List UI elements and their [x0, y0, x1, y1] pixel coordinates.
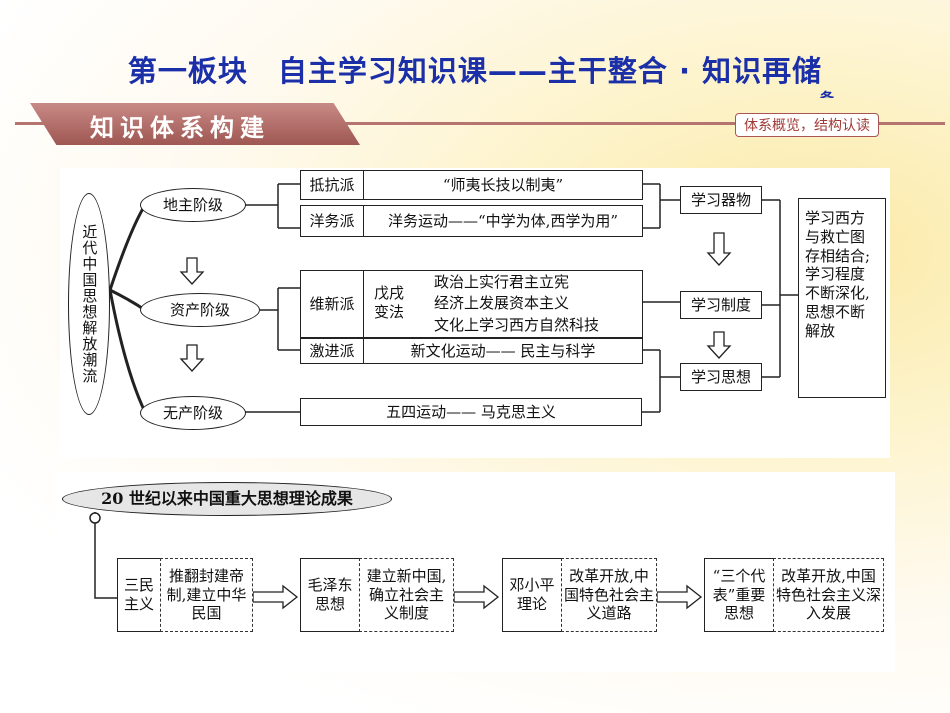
theory-content-sanmin-text: 推翻封建帝制,建立中华民国 — [166, 566, 247, 623]
wuxu-item-culture: 文化上学习西方自然科技 — [434, 316, 600, 334]
school-westernization: 洋务派 — [300, 205, 364, 237]
class-node-proletariat: 无产阶级 — [140, 396, 246, 430]
root-node-label: 近代中国思想解放潮流 — [80, 224, 99, 384]
class-node-bourgeois: 资产阶级 — [140, 293, 260, 327]
wuxu-reform-label: 戊戌变法 — [366, 283, 412, 323]
summary-box: 学习西方与救亡图存相结合;学习程度不断深化,思想不断解放 — [798, 198, 886, 398]
school-resistance-content: “师夷长技以制夷” — [363, 170, 643, 200]
theory-content-deng-text: 改革开放,中国特色社会主义道路 — [564, 566, 655, 623]
page-title: 第一板块 自主学习知识课——主干整合 · 知识再储 — [127, 54, 823, 88]
theory-content-sanmin: 推翻封建帝制,建立中华民国 — [160, 558, 253, 632]
school-resistance: 抵抗派 — [300, 170, 364, 200]
banner-tag: 体系概览，结构认读 — [735, 113, 879, 137]
stage-ideas: 学习思想 — [680, 363, 762, 391]
theory-name-sanmin-text: 三民主义 — [123, 576, 154, 613]
theory-content-three-represents-text: 改革开放,中国特色社会主义深入发展 — [776, 566, 882, 623]
wuxu-reform-container — [363, 270, 643, 338]
banner-rule — [15, 122, 945, 125]
page-title-overflow: 备 — [820, 88, 834, 98]
theory-name-sanmin: 三民主义 — [117, 558, 161, 632]
wuxu-reform-text: 戊戌变法 — [373, 284, 404, 321]
school-reform: 维新派 — [300, 270, 364, 338]
theory-name-three-represents: “三个代表”重要思想 — [704, 558, 774, 632]
section-banner: 知识体系构建 — [30, 103, 360, 145]
theory-name-three-represents-text: “三个代表”重要思想 — [712, 566, 766, 623]
theory-name-deng-text: 邓小平理论 — [509, 576, 555, 613]
wuxu-item-politics: 政治上实行君主立宪 — [434, 273, 570, 291]
root-node: 近代中国思想解放潮流 — [68, 193, 110, 415]
theory-title-node: 20 世纪以来中国重大思想理论成果 — [62, 482, 392, 516]
may-fourth-content: 五四运动—— 马克思主义 — [300, 398, 642, 426]
theory-content-three-represents: 改革开放,中国特色社会主义深入发展 — [773, 558, 884, 632]
theory-content-mao-text: 建立新中国,确立社会主义制度 — [366, 566, 447, 623]
theory-name-mao: 毛泽东思想 — [300, 558, 360, 632]
school-westernization-content: 洋务运动——“中学为体,西学为用” — [363, 205, 643, 237]
theory-content-mao: 建立新中国,确立社会主义制度 — [359, 558, 454, 632]
theory-name-mao-text: 毛泽东思想 — [307, 576, 353, 613]
school-radical-content: 新文化运动—— 民主与科学 — [363, 338, 643, 364]
summary-text: 学习西方与救亡图存相结合;学习程度不断深化,思想不断解放 — [805, 209, 871, 340]
wuxu-item-economy: 经济上发展资本主义 — [434, 294, 570, 312]
class-node-landlord: 地主阶级 — [140, 188, 246, 222]
theory-name-deng: 邓小平理论 — [502, 558, 562, 632]
school-radical: 激进派 — [300, 338, 364, 364]
section-banner-label: 知识体系构建 — [90, 114, 270, 142]
theory-content-deng: 改革开放,中国特色社会主义道路 — [561, 558, 657, 632]
stage-artifacts: 学习器物 — [680, 186, 762, 214]
stage-institutions: 学习制度 — [680, 291, 762, 319]
